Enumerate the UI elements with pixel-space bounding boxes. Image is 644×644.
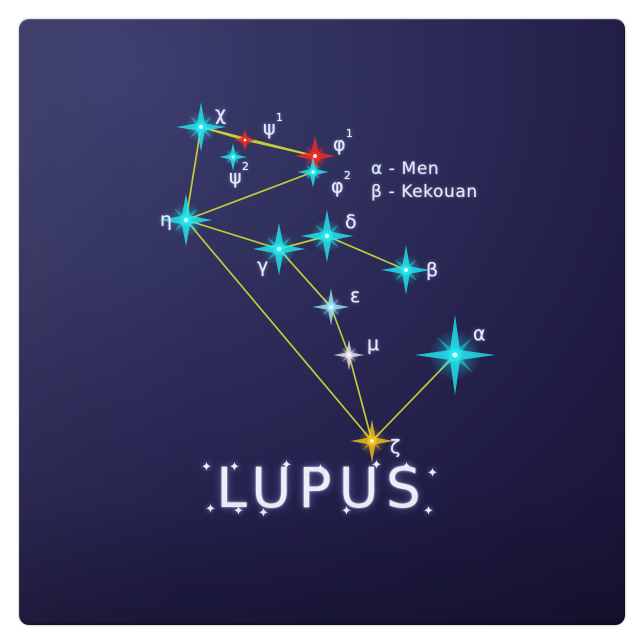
star-label-φ²: φ2 (331, 168, 352, 198)
star-label-δ: δ (345, 211, 357, 233)
star-γ (252, 222, 306, 276)
star-ε (312, 288, 350, 326)
star-φ² (297, 156, 329, 188)
legend-line-beta: β - Kekouan (371, 182, 478, 202)
star-α (414, 314, 496, 396)
legend-line-alpha: α - Men (371, 159, 440, 179)
star-ζ (350, 419, 394, 463)
constellation-tile: χ ψ1 ψ2 φ1 φ2 η δ γ β ε μ ζ α α - Men β - Kekouan LU… (19, 19, 625, 625)
star-label-μ: μ (367, 333, 380, 355)
star-label-φ¹: φ1 (333, 126, 354, 156)
star-β (381, 245, 431, 295)
star-ψ¹ (234, 129, 256, 151)
constellation-line (185, 219, 373, 442)
star-δ (300, 209, 354, 263)
star-label-η: η (160, 209, 173, 231)
star-η (159, 193, 213, 247)
star-label-χ: χ (215, 103, 227, 125)
star-label-α: α (473, 323, 486, 345)
constellation-line (348, 354, 373, 442)
star-label-ψ¹: ψ1 (263, 110, 284, 140)
night-sky-background: χ ψ1 ψ2 φ1 φ2 η δ γ β ε μ ζ α α - Men β - Kekouan LU… (19, 19, 625, 625)
star-label-ζ: ζ (390, 436, 401, 458)
star-ψ² (219, 143, 247, 171)
constellation-line (200, 126, 316, 157)
star-label-β: β (426, 259, 439, 281)
star-label-γ: γ (257, 255, 269, 277)
star-φ¹ (294, 135, 336, 177)
star-label-ψ²: ψ2 (229, 159, 250, 189)
star-χ (176, 102, 226, 152)
star-μ (333, 339, 365, 371)
page-title: LUPUS (216, 456, 428, 520)
star-markers (159, 102, 496, 463)
legend: α - Men β - Kekouan (371, 158, 478, 204)
constellation-line (185, 171, 314, 221)
star-label-ε: ε (350, 285, 361, 307)
